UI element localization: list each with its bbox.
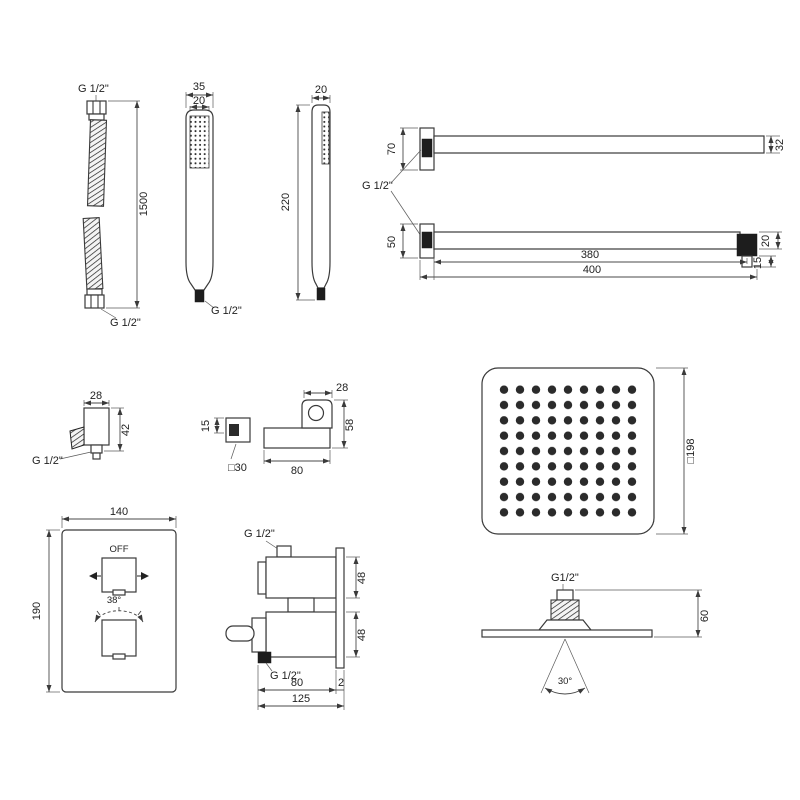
head-size-dim-label: □198	[685, 439, 697, 464]
bracket-arm	[263, 427, 331, 449]
handshower-front-view: 35 20 G 1/2"	[185, 81, 242, 317]
mixer-cart-top-dim-label: 48	[356, 572, 368, 584]
hand-shower-side-face	[321, 111, 330, 165]
hand-shower-side-inlet	[316, 287, 326, 301]
holder-thread-label: G 1/2"	[32, 455, 63, 467]
head-nozzle-grid	[496, 382, 640, 520]
hand-shower-spray-face	[189, 115, 210, 169]
shower-arm-upper-view: 70 32	[386, 127, 786, 171]
bracket-cup-dim-label: 28	[336, 382, 348, 394]
shower-hose-view: G 1/2" 1500 G 1/2"	[78, 83, 150, 329]
arm-thread-label-group: G 1/2"	[362, 149, 422, 237]
bracket-plate-dim-label: 15	[200, 420, 212, 432]
mixer-depth-body-dim-label: 80	[291, 677, 303, 689]
arm-lower-drop-dim-label: 15	[752, 257, 764, 269]
hand-front-thread-label: G 1/2"	[211, 305, 242, 317]
mixer-depth-total-dim-label: 125	[292, 693, 310, 705]
spray-angle-arc	[544, 687, 586, 695]
holder-clamp	[69, 426, 85, 450]
mixer-upper-cartridge	[265, 556, 337, 599]
arm-lower-tube-dim-label: 20	[760, 235, 772, 247]
holder-outlet	[92, 452, 101, 460]
mixer-temp-knob	[101, 619, 137, 657]
holder-height-dim-label: 42	[120, 424, 132, 436]
mixer-temp-label: 38°	[107, 595, 122, 606]
mixer-flow-knob	[101, 557, 137, 593]
head-plate-edge	[481, 629, 653, 638]
head-connector-block	[550, 599, 580, 621]
mixer-height-dim-label: 190	[31, 602, 43, 620]
mixer-lower-cartridge	[265, 611, 337, 658]
hose-segment-lower	[82, 217, 104, 290]
mixer-lever	[225, 625, 255, 642]
hand-side-depth-dim-label: 20	[315, 84, 327, 96]
hand-front-width-dim-label: 35	[193, 81, 205, 93]
hose-thread-top-label: G 1/2"	[78, 83, 109, 95]
spray-angle-label: 30°	[558, 676, 573, 687]
bracket-cup-hole	[307, 404, 325, 422]
mixer-front-view: 140 190 OFF 38°	[31, 506, 177, 693]
mixer-wall-plate	[335, 547, 345, 669]
arm-lower-length-total-dim-label: 400	[583, 264, 601, 276]
arm-upper-tube	[433, 135, 765, 154]
mixer-width-dim-label: 140	[110, 506, 128, 518]
arm-lower-outlet	[736, 233, 758, 257]
direction-arrow-right-icon	[141, 572, 149, 580]
bracket-length-dim-label: 80	[291, 465, 303, 477]
handset-bracket-view: 15 □30 28 58 80	[200, 382, 356, 477]
arm-upper-tube-dim-label: 32	[774, 139, 786, 151]
hose-segment-upper	[86, 119, 108, 207]
hand-shower-inlet	[194, 289, 205, 303]
mixer-top-stub	[276, 545, 292, 558]
holder-width-dim-label: 28	[90, 390, 102, 402]
mixer-thread-bottom-label: G 1/2"	[270, 670, 301, 682]
arm-lower-tube	[433, 231, 741, 250]
bracket-plate-size-label: □30	[228, 462, 247, 474]
direction-arrow-left-icon	[89, 572, 97, 580]
hose-bottom-nut	[84, 294, 105, 309]
hose-length-dim-label: 1500	[138, 192, 150, 216]
hose-thread-bottom-label: G 1/2"	[110, 317, 141, 329]
handshower-side-view: 20 220	[280, 84, 331, 301]
arm-lower-length-inner-dim-label: 380	[581, 249, 599, 261]
mixer-plate-dim-label: 2	[338, 677, 344, 689]
bracket-height-dim-label: 58	[344, 419, 356, 431]
holder-body	[83, 407, 110, 446]
arm-upper-flange-dim-label: 70	[386, 143, 398, 155]
mixer-cart-bottom-dim-label: 48	[356, 629, 368, 641]
shower-arm-lower-view: 50 20 15 380 400	[386, 223, 782, 280]
head-side-view: G1/2" 30° 60	[481, 572, 711, 695]
arm-thread-label: G 1/2"	[362, 180, 393, 192]
mixer-bottom-outlet	[257, 651, 272, 664]
hand-front-face-dim-label: 20	[193, 95, 205, 107]
mixer-side-view: G 1/2" G 1/2" 48 48 80 2 125	[225, 528, 368, 710]
mixer-thread-top-label: G 1/2"	[244, 528, 275, 540]
mixer-off-label: OFF	[110, 544, 129, 555]
head-connector-stub	[556, 589, 574, 601]
head-top-view: □198	[481, 367, 697, 535]
arm-lower-flange-dim-label: 50	[386, 236, 398, 248]
head-side-height-dim-label: 60	[699, 610, 711, 622]
hose-top-nut	[86, 100, 107, 115]
wall-holder-view: 28 42 G 1/2"	[32, 390, 132, 467]
hand-side-height-dim-label: 220	[280, 193, 292, 211]
head-side-thread-label: G1/2"	[551, 572, 579, 584]
